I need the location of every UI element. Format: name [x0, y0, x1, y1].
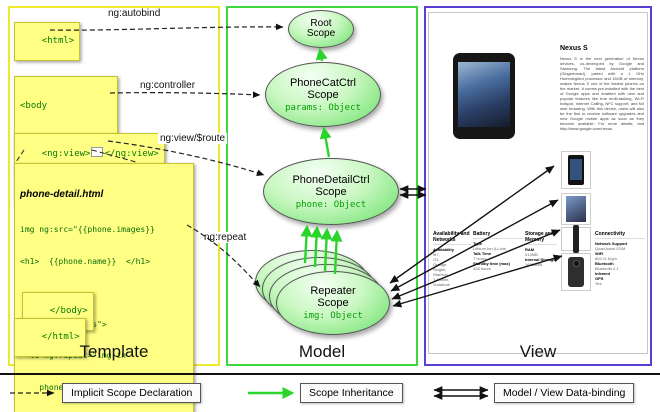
- repeater-scope-ellipse: Repeater Scope img: Object: [276, 271, 390, 335]
- ng-view-close-tag: </ng:view>: [104, 149, 159, 159]
- model-column-label: Model: [298, 342, 346, 361]
- ng-view-open-tag: <ng:view>: [41, 149, 91, 159]
- legend-divider: [0, 373, 660, 375]
- spec-row: WiFi: [595, 251, 604, 256]
- body-open-line1: <body: [20, 101, 48, 111]
- spec-column-storage: Storage and Memory RAM 512MB Internal St…: [525, 231, 557, 267]
- repeater-scope-name-line2: Scope: [317, 297, 349, 309]
- thumbnail-phone-front[interactable]: [561, 151, 591, 189]
- legend-data-binding: Model / View Data-binding: [494, 383, 635, 403]
- root-scope-name-line2: Scope: [306, 28, 336, 39]
- phonecat-scope-binding: params: Object: [285, 102, 361, 113]
- template-column-label: Template: [79, 342, 149, 361]
- spec-row: Vodafone: [433, 282, 450, 287]
- phone-detail-template-box: phone-detail.html img ng:src="{{phone.im…: [14, 163, 194, 412]
- phonecatctrl-scope-ellipse: PhoneCatCtrl Scope params: Object: [265, 62, 381, 127]
- phone-main-image: [453, 53, 515, 139]
- root-scope-ellipse: Root Scope: [288, 10, 354, 48]
- spec-header: Battery: [473, 231, 523, 239]
- spec-row: 802.11 b/g/n: [595, 256, 617, 261]
- thumbnail-phone-back[interactable]: [561, 253, 591, 291]
- spec-column-battery: Battery Type Lithium Ion (Li-Ion) Talk T…: [473, 231, 523, 271]
- spec-column-availability: Availability and Networks Availability M…: [433, 231, 471, 287]
- phonecat-scope-name-line1: PhoneCatCtrl: [289, 76, 357, 89]
- phonedetail-scope-binding: phone: Object: [295, 199, 367, 210]
- code-line: <h1> {{phone.name}} </h1>: [20, 256, 151, 266]
- phone-back-icon: [568, 257, 584, 287]
- thumbnail-phone-side[interactable]: [561, 225, 591, 253]
- repeater-scope-binding: img: Object: [303, 311, 363, 321]
- spec-row: Bluetooth 2.1: [595, 266, 619, 271]
- phone-main-screen: [458, 62, 510, 127]
- phonecat-scope-name-line2: Scope: [307, 88, 339, 101]
- spec-row: Quad-band GSM: [595, 246, 626, 251]
- body-close-tag: </body>: [49, 306, 88, 316]
- repeater-scope-name-line1: Repeater: [310, 285, 356, 297]
- ng-view-route-label: ng:view/$route: [158, 133, 228, 144]
- phone-title: Nexus S: [560, 45, 588, 52]
- phone-side-icon: [573, 225, 579, 253]
- phone-front-icon: [568, 155, 584, 185]
- phonedetailctrl-scope-ellipse: PhoneDetailCtrl Scope phone: Object: [263, 158, 399, 225]
- spec-column-connectivity: Connectivity Network Support Quad-band G…: [595, 231, 645, 286]
- legend-implicit-scope: Implicit Scope Declaration: [62, 383, 202, 403]
- view-page: Nexus S Nexus S is the next generation o…: [428, 12, 648, 354]
- view-column-label: View: [519, 342, 557, 361]
- spec-row: Yes: [595, 281, 602, 286]
- code-line: img ng:src="{{phone.images}}: [20, 225, 155, 234]
- phonedetail-scope-name-line1: PhoneDetailCtrl: [292, 173, 370, 186]
- html-open-tag-box: <html>: [14, 22, 81, 61]
- ng-controller-label: ng:controller: [138, 80, 198, 91]
- phone-screen-icon: [566, 196, 586, 222]
- spec-row: Infrared: [595, 271, 610, 276]
- ng-repeat-label: ng:repeat: [202, 232, 249, 243]
- phone-description: Nexus S is the next generation of Nexus …: [560, 56, 644, 131]
- spec-row: GPS: [595, 276, 604, 281]
- spec-row: Network Support: [595, 241, 628, 246]
- ng-autobind-label: ng:autobind: [106, 8, 163, 19]
- spec-header: Connectivity: [595, 231, 645, 239]
- phonedetail-scope-name-line2: Scope: [315, 185, 347, 198]
- spec-row: 428 hours: [473, 266, 491, 271]
- thumbnail-phone-screen[interactable]: [561, 193, 591, 225]
- root-scope-name-line1: Root: [310, 17, 332, 29]
- html-close-tag-box: </html>: [14, 318, 86, 357]
- spec-header: Storage and Memory: [525, 231, 557, 245]
- html-open-tag: <html>: [41, 36, 75, 46]
- spec-header: Availability and Networks: [433, 231, 471, 245]
- spec-row: Bluetooth: [595, 261, 614, 266]
- template-filename: phone-detail.html: [20, 189, 104, 200]
- html-close-tag: </html>: [41, 332, 80, 342]
- spec-row: 16384MB: [525, 262, 543, 267]
- view-slot-icon: [91, 147, 104, 157]
- legend-scope-inheritance: Scope Inheritance: [300, 383, 403, 403]
